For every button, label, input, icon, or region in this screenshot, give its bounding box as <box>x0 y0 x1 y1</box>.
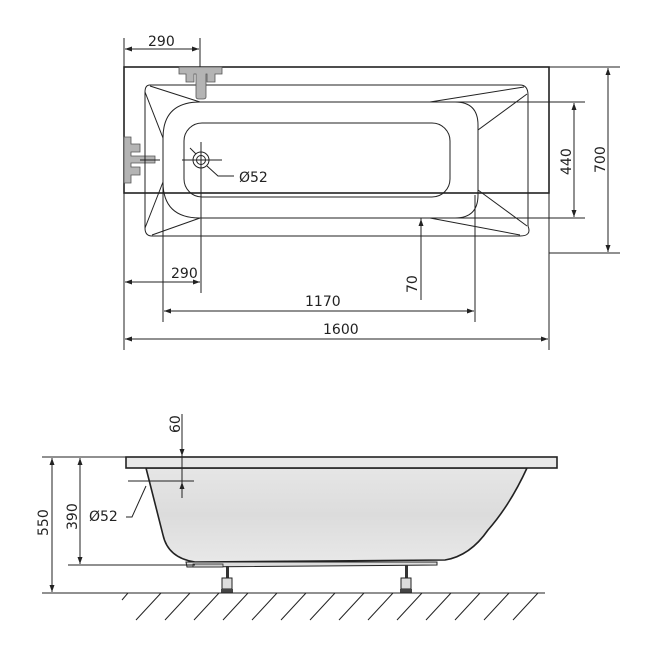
top-view: Ø52 290 290 1170 <box>123 34 620 350</box>
drain-icon <box>182 142 234 180</box>
svg-text:60: 60 <box>168 415 184 433</box>
tub-leg-left-icon <box>221 566 233 593</box>
svg-text:440: 440 <box>559 148 575 175</box>
tub-side-body <box>144 467 529 563</box>
tub-outer-rim <box>123 66 550 194</box>
dim-inner-length: 1170 <box>162 182 476 322</box>
dim-inner-width: 440 <box>430 101 585 219</box>
svg-text:700: 700 <box>593 146 609 173</box>
tub-base-frame <box>185 561 438 568</box>
tub-leg-right-icon <box>400 565 412 593</box>
dim-tap-offset: 290 <box>123 34 201 67</box>
svg-text:1170: 1170 <box>305 294 341 310</box>
overflow-leader: Ø52 <box>89 485 147 525</box>
top-drain-diameter-label: Ø52 <box>239 170 268 186</box>
dim-edge-70: 70 <box>405 218 424 300</box>
svg-text:290: 290 <box>171 266 198 282</box>
svg-text:290: 290 <box>148 34 175 50</box>
tub-chamfer-lines <box>144 85 528 236</box>
svg-text:70: 70 <box>405 275 421 293</box>
svg-text:550: 550 <box>36 509 52 536</box>
dim-total-width: 700 <box>549 66 620 254</box>
tub-bottom <box>183 122 451 198</box>
tap-fitting-top-icon <box>178 66 223 100</box>
dim-rim-60: 60 <box>128 414 194 498</box>
dim-total-length: 1600 <box>125 193 550 350</box>
svg-text:Ø52: Ø52 <box>89 509 118 525</box>
svg-text:390: 390 <box>65 503 81 530</box>
tub-side-rim <box>125 456 558 469</box>
svg-text:1600: 1600 <box>323 322 359 338</box>
dim-drain-offset: 290 <box>123 180 202 350</box>
tub-bowl-outline <box>144 84 530 237</box>
tap-fitting-side-icon <box>123 136 160 184</box>
side-view: 60 Ø52 390 550 <box>36 414 558 621</box>
floor-hatching <box>120 592 545 621</box>
dim-depth-390: 390 <box>65 456 195 566</box>
dim-total-height-550: 550 <box>36 456 120 594</box>
